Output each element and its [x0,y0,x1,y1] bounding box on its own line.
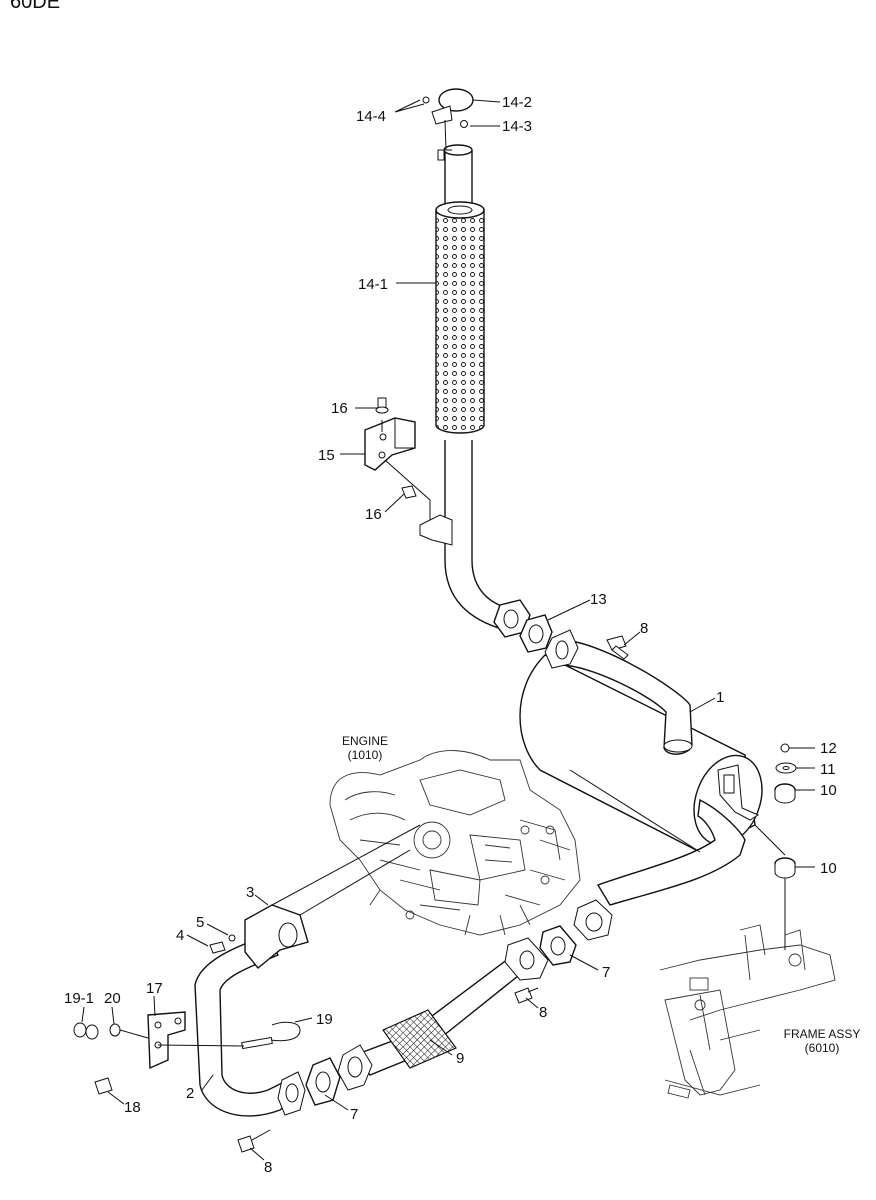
callout-4: 4 [176,927,184,944]
callout-15: 15 [318,447,335,464]
frame-ref-code: (6010) [805,1041,840,1055]
callout-16-lower: 16 [365,506,382,523]
bolt-8-middle [514,987,539,1004]
leader-lines [81,99,815,1161]
engine-ref-name: ENGINE [342,734,388,748]
callout-1: 1 [716,689,724,706]
bracket-15 [364,397,431,520]
engine-ref-code: (1010) [348,748,383,762]
page-title: 60DE [10,0,60,13]
bolt-8-top [606,635,629,660]
callout-19-1: 19-1 [64,990,94,1007]
gasket-7-lower [305,1057,341,1106]
engine-sketch [329,750,581,936]
mount-parts [754,743,797,950]
front-pipe-2 [194,904,309,1117]
callout-14-2: 14-2 [502,94,532,111]
callout-10-lower: 10 [820,860,837,877]
gasket-7-upper [539,925,577,966]
frame-ref-name: FRAME ASSY [784,1027,861,1041]
callout-7-lower: 7 [350,1106,358,1123]
bolt-8-bottom [237,1129,271,1153]
callout-7-upper: 7 [602,964,610,981]
callout-14-4: 14-4 [356,108,386,125]
bolt-4-washer-5 [209,934,236,954]
muffler-1 [519,629,763,941]
callout-16-upper: 16 [331,400,348,417]
callout-20: 20 [104,990,121,1007]
callout-2: 2 [186,1085,194,1102]
callout-8-top: 8 [640,620,648,637]
tail-pipe-assembly [419,88,531,638]
callout-3: 3 [246,884,254,901]
callout-9: 9 [456,1050,464,1067]
callout-14-1: 14-1 [358,276,388,293]
callout-18: 18 [124,1099,141,1116]
callout-17: 17 [146,980,163,997]
bracket-17 [73,1011,245,1095]
flex-pipe-9 [337,937,549,1091]
stud-19 [241,1021,301,1050]
callout-14-3: 14-3 [502,118,532,135]
callout-8-middle: 8 [539,1004,547,1021]
callout-5: 5 [196,914,204,931]
callout-11: 11 [820,761,836,778]
callout-10-upper: 10 [820,782,837,799]
callout-19: 19 [316,1011,333,1028]
callout-8-bottom: 8 [264,1159,272,1176]
gasket-13 [519,614,553,653]
callout-12: 12 [820,740,837,757]
frame-sketch [659,924,836,1099]
connection-lines [271,769,701,916]
callout-13: 13 [590,591,607,608]
